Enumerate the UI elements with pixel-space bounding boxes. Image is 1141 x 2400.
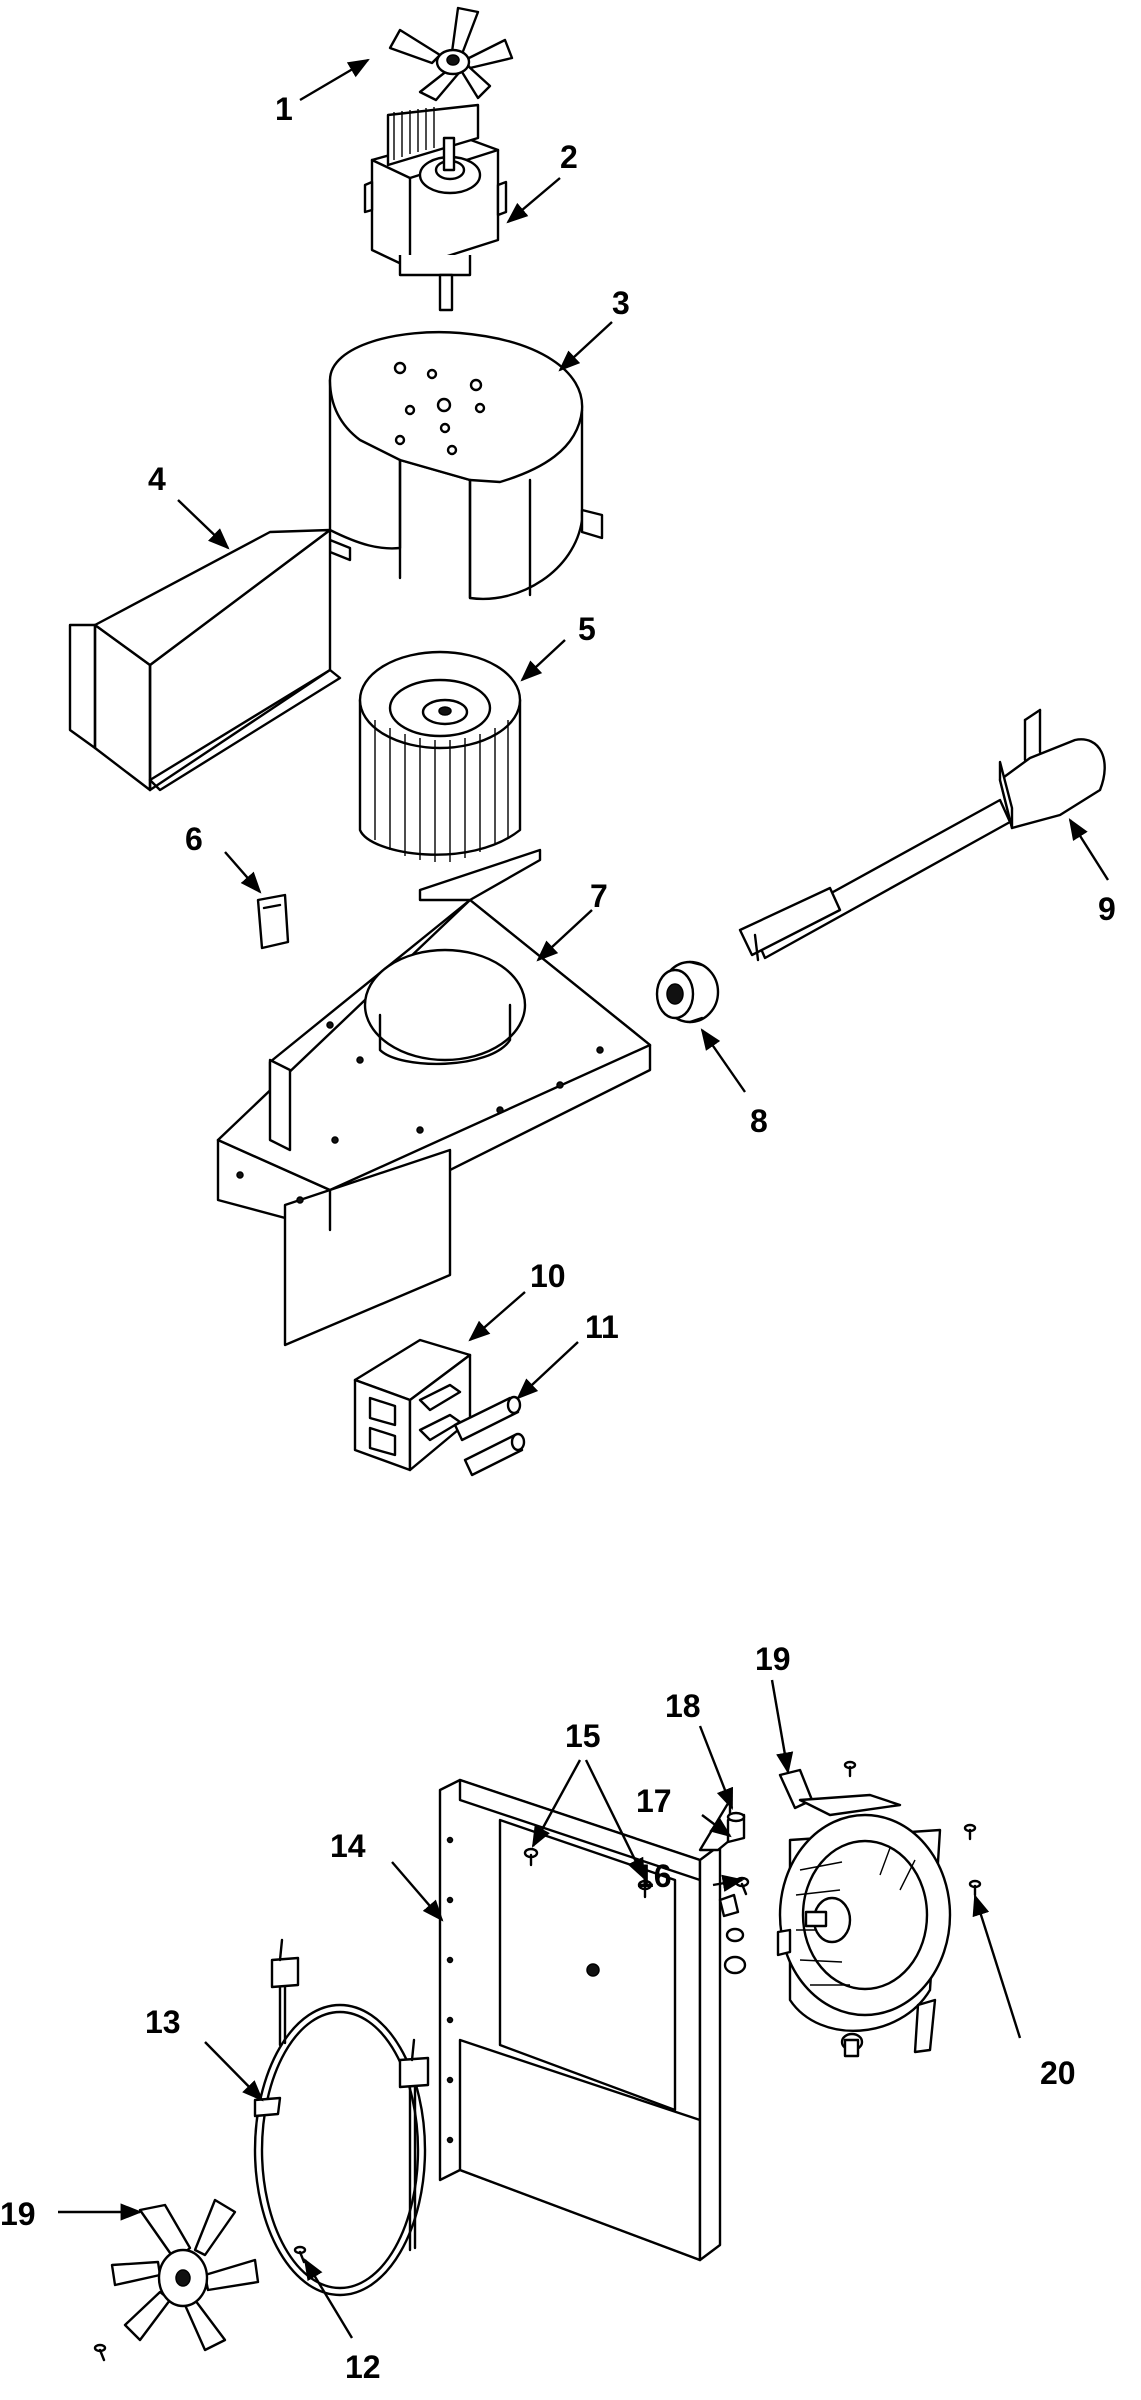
clip-icon: [256, 893, 290, 950]
callout-9: 9: [1068, 818, 1116, 927]
callout-17: 17: [636, 1783, 732, 1838]
callout-1: 1: [275, 58, 370, 127]
callout-label-2: 2: [560, 139, 578, 175]
convection-frame-icon: [438, 1778, 747, 2262]
callout-label-13: 13: [145, 2004, 181, 2040]
heating-element-icon: [253, 1938, 430, 2297]
callout-14: 14: [330, 1828, 444, 1922]
callout-5: 5: [520, 611, 596, 682]
convection-fan-icon: [110, 2198, 260, 2352]
callout-20: 20: [972, 1893, 1076, 2091]
callout-19a: 19: [755, 1641, 794, 1775]
callout-label-16: 16: [636, 1858, 672, 1894]
blower-wheel-icon: [358, 650, 522, 862]
blower-housing-icon: [328, 331, 604, 601]
callout-6: 6: [185, 821, 262, 894]
callout-label-5: 5: [578, 611, 596, 647]
callout-label-8: 8: [750, 1103, 768, 1139]
screw-icon: [637, 1879, 653, 1899]
callout-label-19b: 19: [0, 2196, 36, 2232]
motor-icon: [363, 103, 508, 312]
callout-label-11: 11: [585, 1309, 619, 1345]
fan-blade-icon: [388, 6, 514, 102]
callout-8: 8: [700, 1028, 768, 1139]
duct-icon: [68, 528, 342, 792]
fuse-holder-icon: [353, 1338, 472, 1472]
callout-label-3: 3: [612, 285, 630, 321]
callout-13: 13: [145, 2004, 264, 2102]
callout-label-17: 17: [636, 1783, 672, 1819]
callout-label-14: 14: [330, 1828, 366, 1864]
callout-15: 15: [531, 1718, 646, 1880]
callout-label-4: 4: [148, 461, 166, 497]
screw-icon: [93, 2343, 107, 2362]
spacer-icon: [718, 1893, 740, 1918]
mounting-bracket-icon: [216, 848, 652, 1347]
callout-2: 2: [506, 139, 578, 224]
callout-4: 4: [148, 461, 230, 550]
strain-relief-icon: [655, 960, 720, 1024]
callout-label-9: 9: [1098, 891, 1116, 927]
callout-label-20: 20: [1040, 2055, 1076, 2091]
callout-label-18: 18: [665, 1688, 701, 1724]
fuse-icon: [453, 1395, 526, 1477]
callout-label-7: 7: [590, 878, 608, 914]
screw-icon: [968, 1879, 982, 1897]
callout-11: 11: [516, 1309, 619, 1400]
callout-12: 12: [303, 2258, 381, 2385]
screw-icon: [293, 2245, 307, 2264]
callout-label-15: 15: [565, 1718, 601, 1754]
callout-label-19a: 19: [755, 1641, 791, 1677]
callout-label-1: 1: [275, 91, 293, 127]
callout-7: 7: [536, 878, 608, 962]
screw-icon: [523, 1847, 539, 1867]
callout-10: 10: [468, 1258, 566, 1342]
power-cord-icon: [738, 708, 1106, 962]
screw-icon: [963, 1823, 977, 1841]
callout-label-10: 10: [530, 1258, 566, 1294]
callout-label-6: 6: [185, 821, 203, 857]
callout-18: 18: [665, 1688, 734, 1811]
spacer-icon: [726, 1811, 746, 1844]
screw-icon: [843, 1760, 857, 1778]
callout-16: 16: [636, 1858, 745, 1894]
convection-fan-icon: [776, 1768, 952, 2058]
callout-19b: 19: [0, 2196, 143, 2232]
callout-label-12: 12: [345, 2349, 381, 2385]
callout-3: 3: [558, 285, 630, 372]
